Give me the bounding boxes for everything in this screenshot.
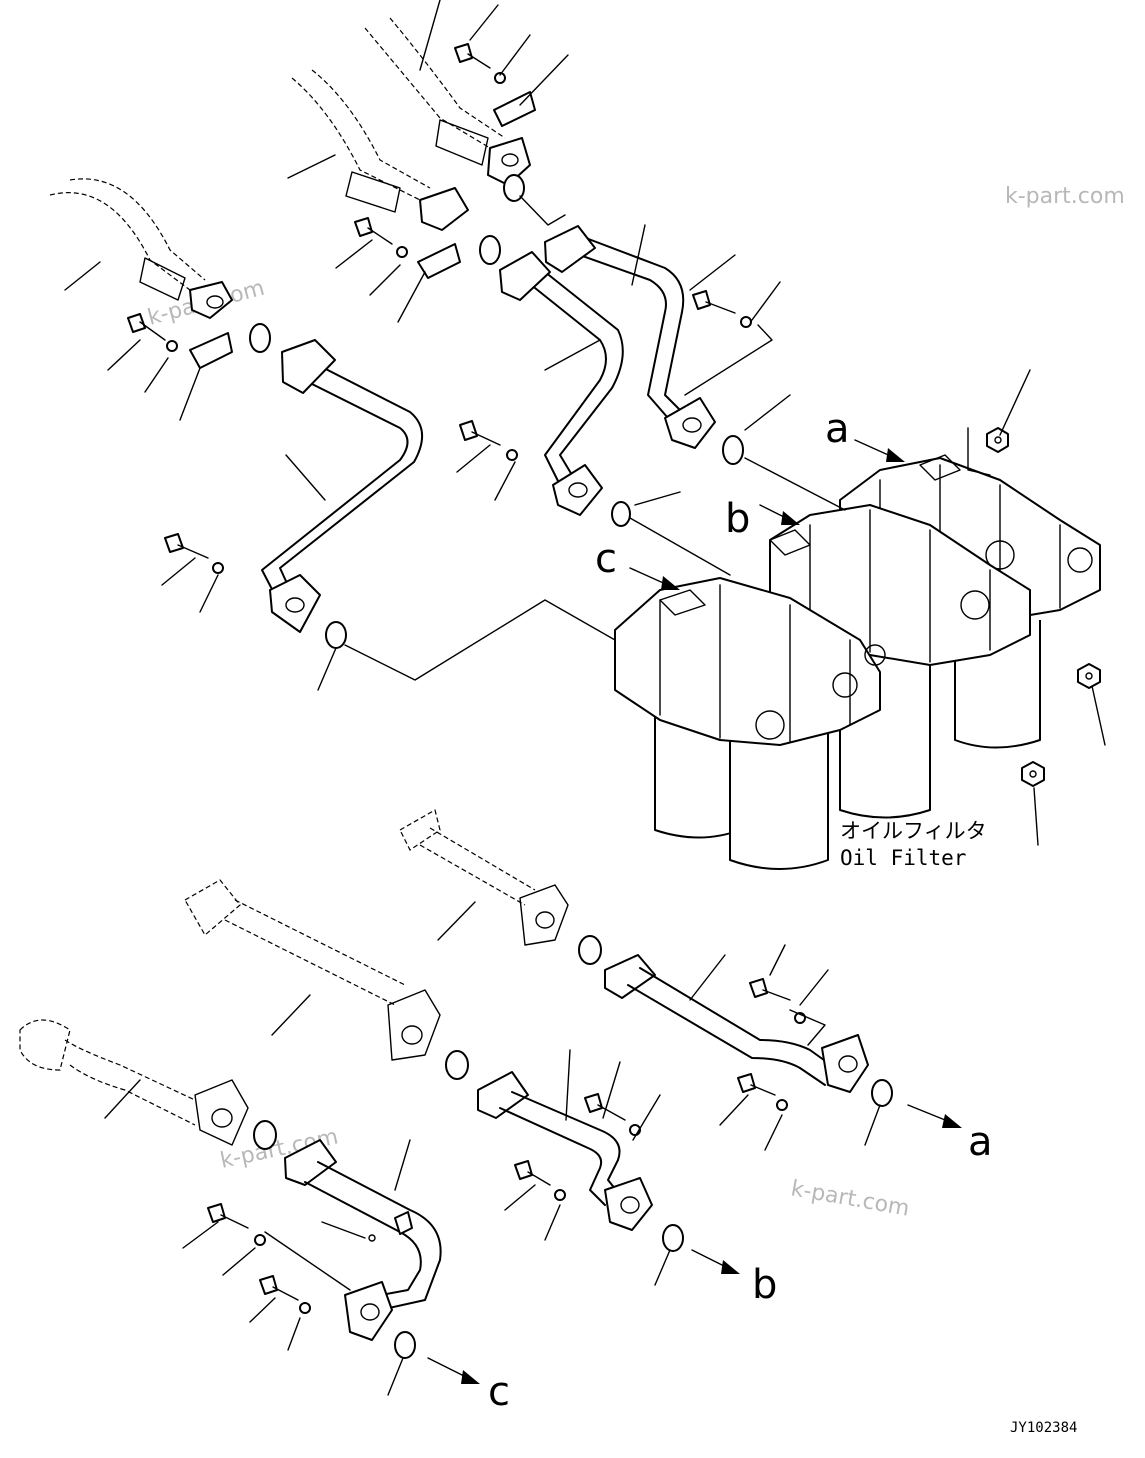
washer-bottom-4 <box>554 1189 566 1201</box>
label-b-top: b <box>725 496 750 542</box>
hose-1 <box>49 178 233 319</box>
bolt-bottom-3 <box>584 1093 626 1121</box>
washer-top-6 <box>740 316 752 328</box>
label-c-bottom: c <box>488 1369 510 1415</box>
phantom-pipe-2 <box>184 879 441 1061</box>
tube-top-left <box>261 339 423 633</box>
watermark-top-right: k-part.com <box>1005 184 1125 209</box>
tube-bottom-c <box>284 1139 442 1341</box>
leader-connect-b2 <box>264 1231 351 1291</box>
plug-bottom <box>368 1234 376 1242</box>
tube-bottom-b <box>477 1071 653 1231</box>
o-ring-bottom-5 <box>662 1224 684 1252</box>
tube-top-right <box>544 225 716 449</box>
leader-connect-4 <box>967 427 991 476</box>
o-ring-top-4 <box>722 435 744 465</box>
o-ring-top-3 <box>503 174 525 202</box>
arrow-c-bottom <box>427 1357 480 1384</box>
bolt-bottom-1 <box>749 978 791 1001</box>
leader-connect-5 <box>519 195 566 226</box>
o-ring-bottom-1 <box>578 935 602 965</box>
tube-top-middle <box>499 251 624 516</box>
hose-2 <box>291 69 469 231</box>
o-ring-bottom-4 <box>871 1079 893 1107</box>
hose-3 <box>364 17 531 186</box>
o-ring-bottom-3 <box>253 1120 277 1150</box>
filter-label-english: Oil Filter <box>840 846 966 870</box>
bolt-bottom-5 <box>207 1203 249 1229</box>
o-ring-top-5 <box>611 501 631 527</box>
tube-bottom-a <box>604 954 869 1093</box>
leader-connect-3 <box>744 457 846 511</box>
leader-lines-top <box>64 0 1106 846</box>
leader-connect-b1 <box>789 1009 826 1046</box>
o-ring-top-6 <box>325 621 347 649</box>
nut-1 <box>986 427 1009 453</box>
bolt-bottom-6 <box>259 1275 299 1301</box>
split-flange-clamp-3 <box>493 91 536 127</box>
filter-label-japanese: オイルフィルタ <box>840 819 987 843</box>
nut-2 <box>1077 663 1101 689</box>
bolt-bottom-2 <box>737 1073 776 1096</box>
nut-3 <box>1021 761 1045 787</box>
o-ring-bottom-2 <box>445 1050 469 1080</box>
bolt-bottom-4 <box>514 1160 551 1186</box>
split-flange-clamp-1 <box>189 332 233 369</box>
washer-bottom-6 <box>299 1302 311 1314</box>
leader-lines-bottom <box>104 901 881 1396</box>
label-b-bottom: b <box>752 1262 777 1308</box>
leader-connect-2 <box>629 517 731 576</box>
bolt-top-1 <box>127 313 166 341</box>
label-a-bottom: a <box>968 1119 993 1165</box>
label-c-top: c <box>595 536 617 582</box>
washer-top-1 <box>166 340 178 352</box>
oil-filter-assembly <box>614 454 1101 870</box>
washer-top-5 <box>212 562 224 574</box>
washer-top-3 <box>494 72 506 84</box>
bolt-top-6 <box>692 290 736 314</box>
bolt-top-5 <box>164 533 209 559</box>
phantom-pipe-3 <box>19 1019 249 1146</box>
washer-bottom-2 <box>776 1099 788 1111</box>
leader-connect-1 <box>344 599 616 681</box>
phantom-pipe-1 <box>399 809 569 946</box>
drawing-code: JY102384 <box>1010 1420 1077 1436</box>
bolt-top-2 <box>354 217 393 245</box>
leader-connect-6 <box>684 324 773 396</box>
washer-top-4 <box>506 449 518 461</box>
arrow-a-bottom <box>907 1104 962 1128</box>
arrow-a-top <box>854 439 905 462</box>
arrow-b-top <box>759 504 800 525</box>
watermark-bottom-right: k-part.com <box>789 1176 911 1221</box>
o-ring-top-1 <box>249 323 271 353</box>
washer-bottom-5 <box>254 1234 266 1246</box>
washer-top-2 <box>396 246 408 258</box>
label-a-top: a <box>825 406 850 452</box>
o-ring-top-2 <box>479 235 501 265</box>
bolt-top-3 <box>454 43 491 69</box>
arrow-c-top <box>629 567 680 590</box>
o-ring-bottom-6 <box>394 1331 416 1359</box>
bolt-top-4 <box>459 420 501 446</box>
arrow-b-bottom <box>691 1249 740 1274</box>
